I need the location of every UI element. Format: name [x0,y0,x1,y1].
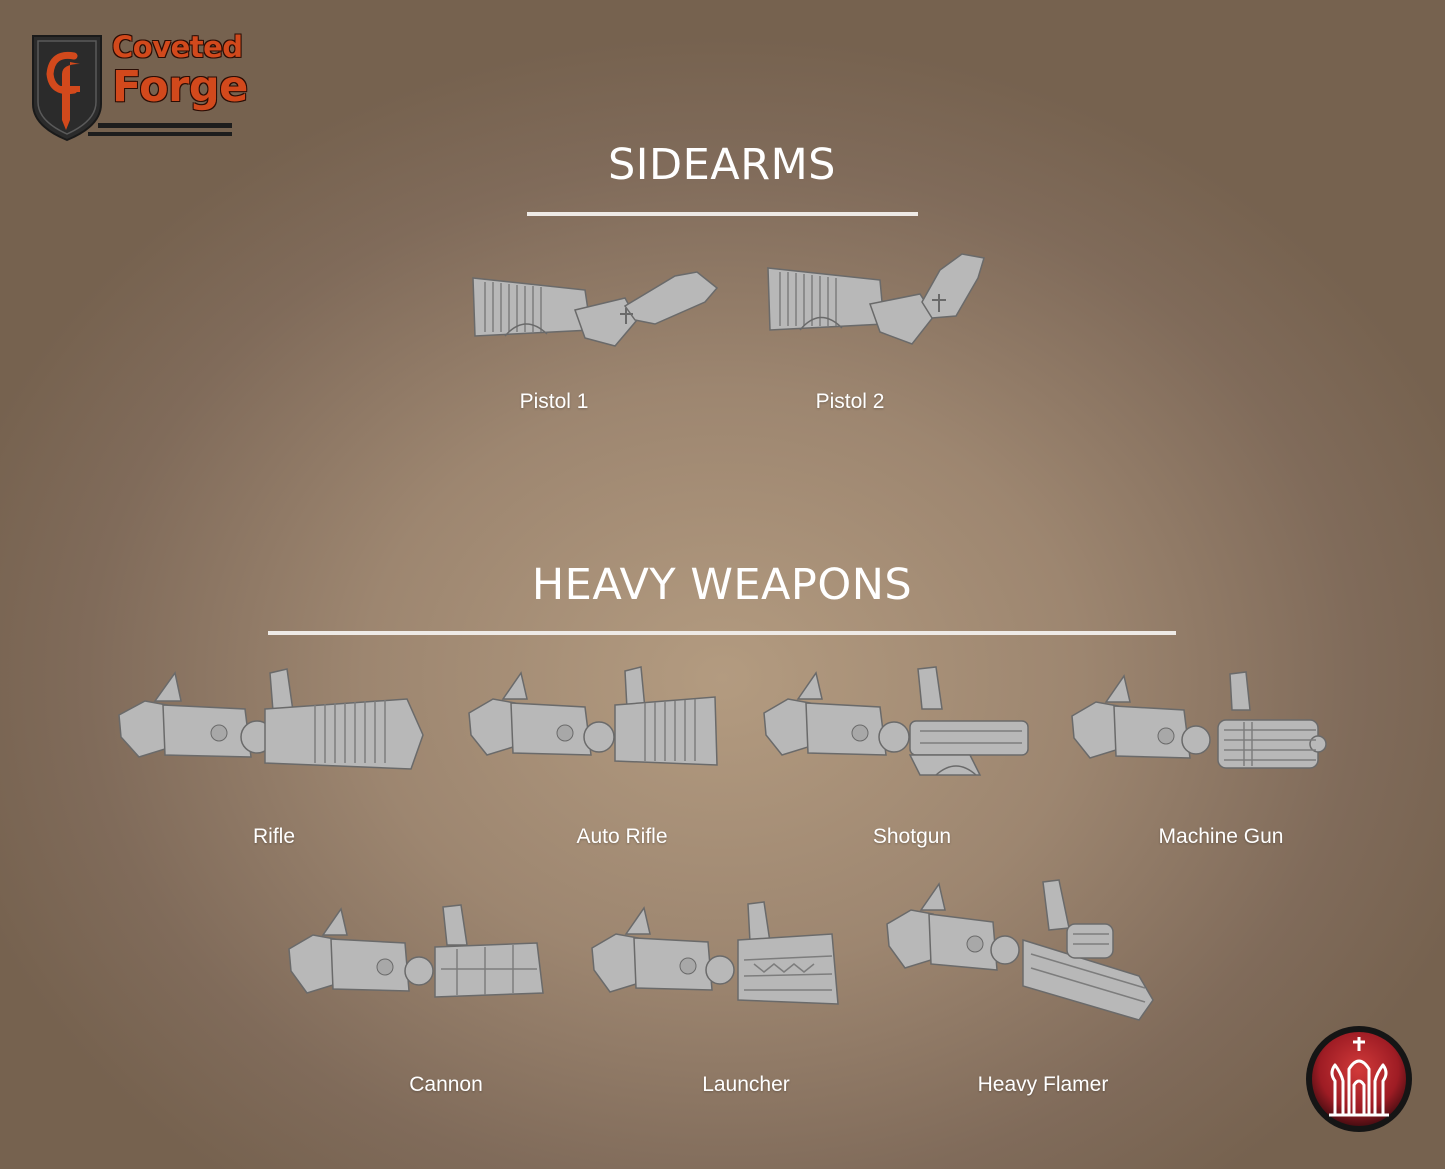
auto-rifle-item [465,665,725,785]
brand-underline [98,123,232,128]
cannon-arm-icon [288,904,544,998]
brand-name-line1: Coveted [112,30,243,64]
auto-rifle-label: Auto Rifle [576,825,668,848]
sidearms-title: SIDEARMS [608,140,836,190]
cathedral-emblem-icon [1306,1026,1412,1132]
rifle-item [115,665,430,785]
shotgun-arm-icon [763,666,1029,776]
pistol-2-label: Pistol 2 [815,390,885,413]
pistol-2-item [762,250,997,360]
machine-gun-label: Machine Gun [1158,825,1284,848]
machine-gun-item [1068,670,1333,785]
pistol-arm-icon [767,253,985,345]
heavy-flamer-arm-icon [886,879,1154,1021]
rifle-arm-icon [118,668,424,770]
brand-logo: Coveted Forge [30,30,248,145]
brand-name-line2: Forge [112,62,248,112]
heavy-flamer-label: Heavy Flamer [977,1073,1109,1096]
brand-underline [88,132,232,136]
cannon-label: Cannon [409,1073,483,1096]
rifle-label: Rifle [252,825,295,848]
cannon-item [285,904,550,1020]
launcher-item [588,900,843,1020]
emblem [1305,1025,1413,1133]
sidearms-divider [527,212,918,216]
launcher-arm-icon [591,901,839,1005]
heavy-weapons-divider [268,631,1176,635]
machine-gun-arm-icon [1071,671,1327,769]
launcher-label: Launcher [702,1073,790,1096]
shotgun-item [760,665,1035,785]
shotgun-label: Shotgun [872,825,952,848]
heavy-flamer-item [883,879,1163,1030]
pistol-1-item [465,258,725,368]
auto-rifle-arm-icon [468,666,718,766]
shield-icon [32,35,102,142]
pistol-arm-icon [472,271,719,347]
pistol-1-label: Pistol 1 [519,390,589,413]
heavy-weapons-title: HEAVY WEAPONS [531,560,913,610]
